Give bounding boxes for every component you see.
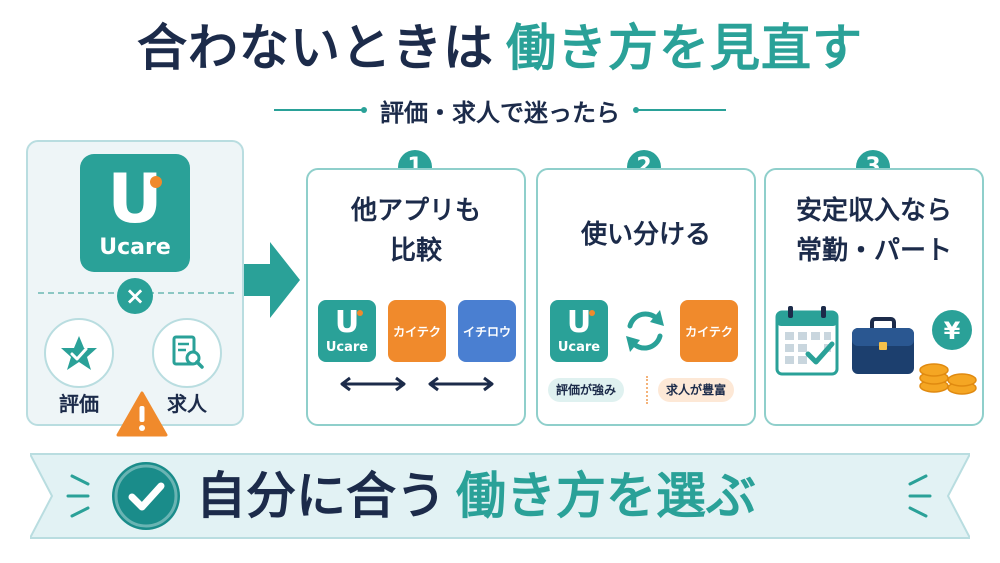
star-check-icon	[44, 318, 114, 388]
calendar-check-icon	[775, 306, 839, 376]
double-arrow-icon	[428, 376, 494, 392]
divider-right	[633, 107, 726, 113]
document-search-icon	[152, 318, 222, 388]
card3-title-line1: 安定収入なら	[795, 196, 952, 226]
spark-right-icon	[908, 474, 932, 518]
ucare-name: Ucare	[99, 235, 171, 260]
label-hyoka: 評価	[59, 392, 99, 416]
kaiteku-app-tile: カイテク	[388, 300, 446, 362]
yen-coins-icon: ¥	[919, 310, 977, 395]
swap-cycle-icon	[626, 310, 664, 352]
card-compare: 他アプリも 比較 U Ucare カイテク イチロウ	[306, 168, 526, 426]
cross-icon: ×	[117, 278, 153, 314]
banner-text: 自分に合う働き方を選ぶ	[196, 462, 756, 530]
banner-part2: 働き方を選ぶ	[456, 467, 756, 525]
card3-title-line2: 常勤・パート	[795, 236, 952, 266]
ucare-tile-name: Ucare	[557, 339, 601, 355]
ichirou-app-tile: イチロウ	[458, 300, 516, 362]
warning-icon	[116, 391, 168, 437]
pill-kyujin-rich: 求人が豊富	[658, 378, 735, 402]
briefcase-icon	[852, 317, 914, 374]
main-title: 合わないときは働き方を見直す	[0, 8, 1000, 80]
title-part1: 合わないときは	[137, 19, 494, 77]
pill-hyoka-strength: 評価が強み	[548, 378, 625, 402]
card1-title-line2: 比較	[389, 236, 442, 266]
ucare-tile-letter: U	[566, 304, 592, 340]
subtitle-row: 評価・求人で迷ったら	[0, 92, 1000, 128]
arrow-right-icon	[244, 242, 300, 318]
ucare-letter: U	[107, 160, 163, 239]
ucare-tile-name: Ucare	[325, 339, 369, 355]
ucare-dot	[150, 176, 162, 188]
ucare-app-icon: U Ucare	[80, 154, 190, 272]
check-circle-icon	[112, 462, 180, 530]
card-use-both: 使い分ける U Ucare カイテク 評価が強み 求人が豊富	[536, 168, 756, 426]
card-stable-income: 安定収入なら 常勤・パート ¥	[764, 168, 984, 426]
banner-part1: 自分に合う	[196, 467, 446, 525]
kaiteku-app-tile: カイテク	[680, 300, 738, 362]
yen-symbol: ¥	[944, 317, 961, 345]
card1-title-line1: 他アプリも	[350, 196, 481, 226]
pill-divider	[646, 376, 648, 404]
ucare-tile-letter: U	[334, 304, 360, 340]
ucare-app-tile: U Ucare	[550, 300, 608, 362]
label-kyujin: 求人	[167, 392, 207, 416]
subtitle: 評価・求人で迷ったら	[380, 98, 620, 127]
card2-title: 使い分ける	[580, 220, 711, 250]
bottom-banner	[30, 453, 970, 539]
double-arrow-icon	[340, 376, 406, 392]
left-panel: U Ucare × 評価 求人	[26, 140, 244, 437]
title-part2: 働き方を見直す	[506, 19, 863, 77]
divider-left	[274, 107, 367, 113]
ucare-app-tile: U Ucare	[318, 300, 376, 362]
spark-left-icon	[66, 474, 90, 518]
